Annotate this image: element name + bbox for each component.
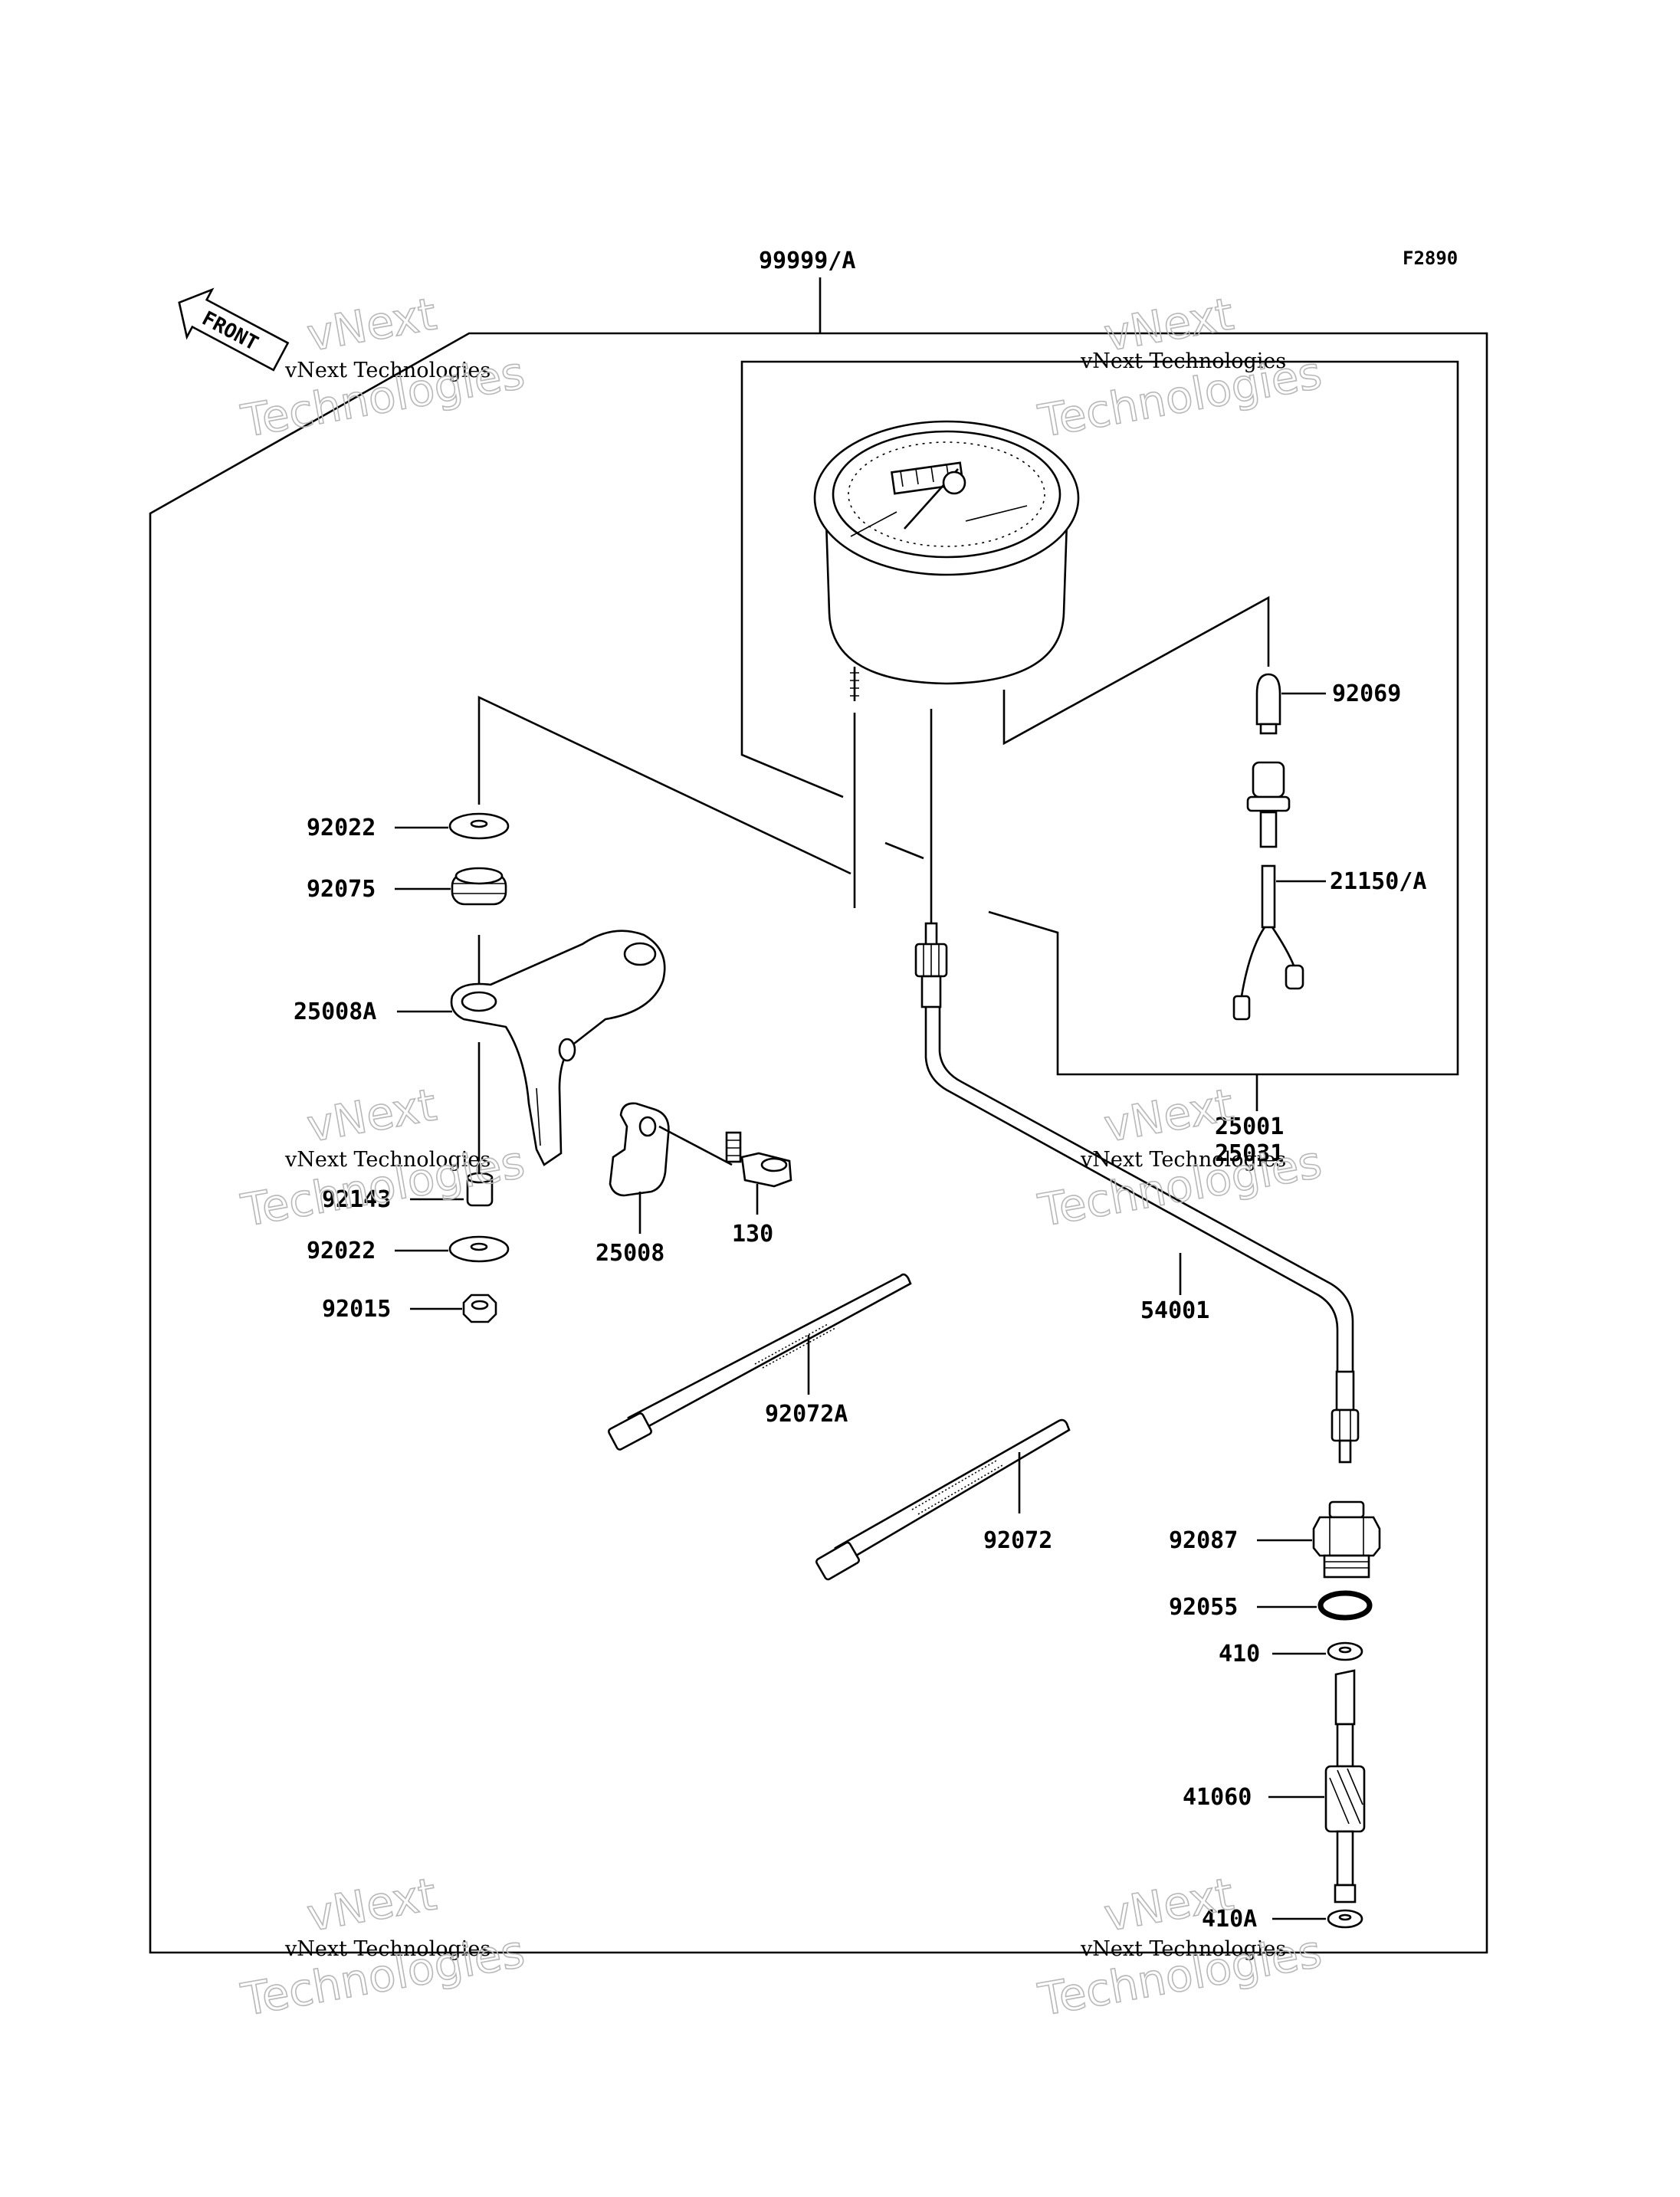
svg-text:vNext Technologies: vNext Technologies [1080,1148,1286,1172]
label-92055: 92055 [1169,1594,1238,1621]
cable-tie-icon [607,1273,912,1451]
svg-text:vNext Technologies: vNext Technologies [1080,349,1286,373]
svg-text:vNext Technologies: vNext Technologies [1080,1937,1286,1961]
label-92072a: 92072A [765,1401,848,1428]
washer-icon [1327,1641,1363,1661]
bolt-icon [725,1131,792,1188]
washer-icon [448,1235,510,1263]
svg-text:vNext: vNext [304,287,441,361]
svg-text:vNext Technologies: vNext Technologies [284,1148,491,1172]
label-92022-top: 92022 [307,815,376,841]
svg-text:vNext: vNext [304,1867,441,1941]
watermark: vNext Technologies vNext Technologies [1034,287,1326,448]
drive-housing-icon [1312,1500,1381,1579]
speedometer-cable-icon [914,922,1360,1464]
watermark: vNext Technologies vNext Technologies [1034,1078,1326,1238]
label-92075: 92075 [307,876,376,903]
label-410a: 410A [1202,1906,1257,1933]
mount-guide-line [477,695,851,875]
meter-subassembly-outline [740,360,1459,1076]
label-92015: 92015 [322,1296,391,1323]
bracket-icon [450,930,666,1166]
cable-tie-icon [815,1418,1071,1581]
label-54001: 54001 [1140,1297,1209,1324]
front-arrow-icon: FRONT [178,287,290,372]
watermark: vNext Technologies vNext Technologies [1034,1867,1326,2027]
drive-gear-icon [1324,1669,1366,1904]
meter-box-dash [884,841,924,860]
nut-icon [462,1294,497,1323]
label-25008a: 25008A [294,998,376,1025]
grommet-icon [451,867,507,906]
assembly-label: 99999/A [759,248,855,274]
label-21150a: 21150/A [1330,868,1426,895]
label-410: 410 [1219,1641,1260,1667]
washer-icon [448,812,510,840]
svg-text:vNext: vNext [304,1078,441,1152]
label-92143: 92143 [322,1186,391,1213]
clamp-icon [609,1102,670,1197]
label-92022-bottom: 92022 [307,1238,376,1264]
label-25001: 25001 [1215,1113,1284,1140]
label-92069: 92069 [1332,680,1401,707]
svg-text:vNext Technologies: vNext Technologies [284,1937,491,1961]
label-130: 130 [732,1221,773,1248]
speedometer-icon [813,420,1080,701]
label-92087: 92087 [1169,1527,1238,1554]
watermark: vNext Technologies vNext Technologies [237,1867,529,2027]
label-25008: 25008 [596,1240,664,1267]
label-92072: 92072 [983,1527,1052,1554]
assembly-outline [149,332,1488,1954]
bulb-icon [1255,673,1281,735]
label-25031: 25031 [1215,1140,1284,1167]
bulb-socket-icon [1232,761,1304,1021]
o-ring-icon [1317,1590,1373,1621]
svg-text:vNext Technologies: vNext Technologies [284,359,491,382]
bulb-connector-line [1002,595,1270,746]
figure-code: F2890 [1403,248,1458,269]
clamp-bolt-line [658,1125,733,1166]
collar-icon [466,1172,494,1207]
label-41060: 41060 [1183,1784,1252,1811]
washer-icon [1327,1909,1363,1929]
watermark: vNext Technologies vNext Technologies [237,287,529,448]
